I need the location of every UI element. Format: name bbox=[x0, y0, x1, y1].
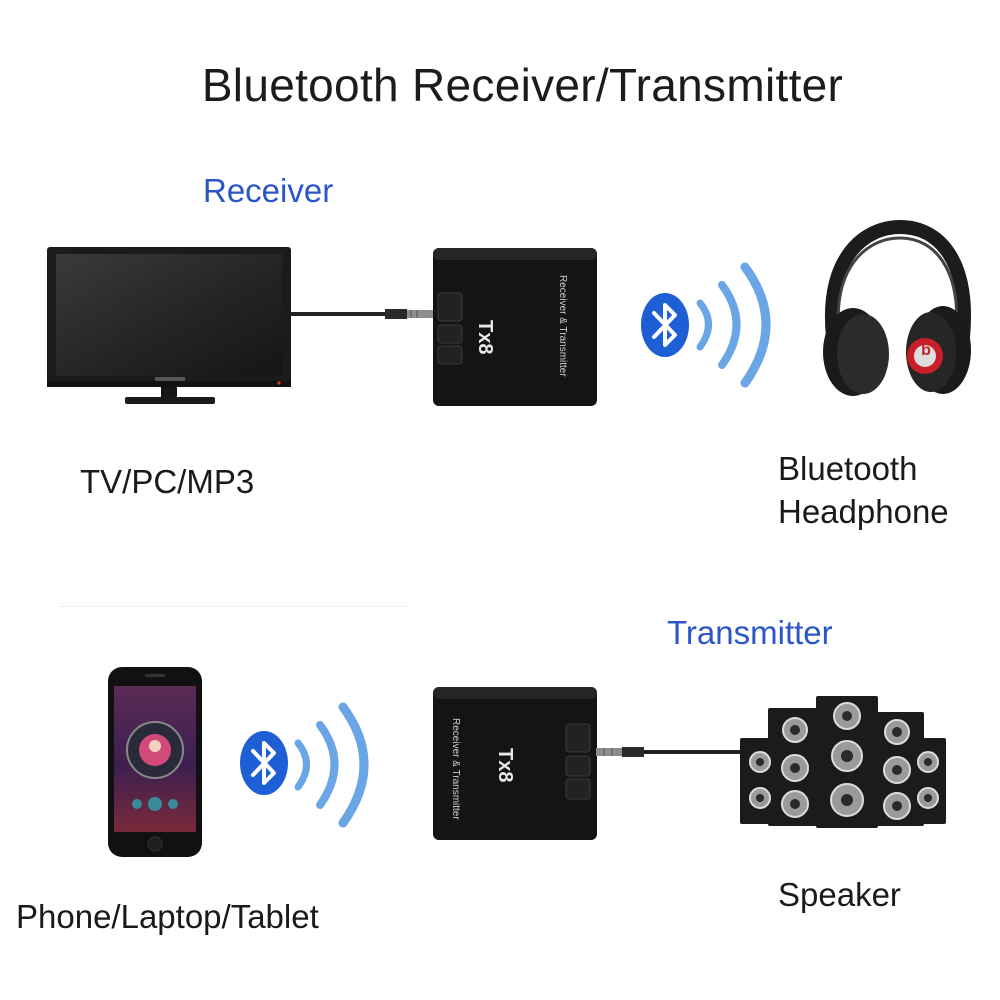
section-divider bbox=[60, 606, 410, 607]
signal-waves-icon bbox=[294, 702, 369, 828]
tx8-device-transmitter bbox=[433, 687, 597, 840]
receiver-sink-label-line2: Headphone bbox=[778, 493, 949, 530]
device-caption: Receiver & Transmitter bbox=[557, 275, 568, 377]
audio-cable bbox=[290, 309, 435, 319]
device-model-label: Tx8 bbox=[494, 748, 516, 783]
headphone-logo: b bbox=[921, 342, 931, 359]
receiver-source-label: TV/PC/MP3 bbox=[80, 463, 255, 500]
transmitter-source-label: Phone/Laptop/Tablet bbox=[16, 898, 319, 935]
speaker-icon bbox=[740, 696, 946, 828]
monitor-icon bbox=[47, 247, 291, 404]
bluetooth-icon bbox=[641, 293, 689, 357]
audio-cable bbox=[596, 747, 746, 757]
device-caption: Receiver & Transmitter bbox=[450, 718, 461, 820]
headphone-icon bbox=[823, 219, 971, 396]
device-model-label: Tx8 bbox=[474, 320, 496, 355]
transmitter-sink-label: Speaker bbox=[778, 876, 901, 913]
receiver-mode-label: Receiver bbox=[203, 172, 334, 209]
transmitter-mode-label: Transmitter bbox=[667, 614, 833, 651]
receiver-sink-label-line1: Bluetooth bbox=[778, 450, 918, 487]
bluetooth-icon bbox=[240, 731, 288, 795]
phone-icon bbox=[108, 667, 202, 857]
signal-waves-icon bbox=[696, 262, 771, 388]
tx8-device-receiver bbox=[433, 248, 597, 406]
diagram-title: Bluetooth Receiver/Transmitter bbox=[201, 59, 844, 111]
